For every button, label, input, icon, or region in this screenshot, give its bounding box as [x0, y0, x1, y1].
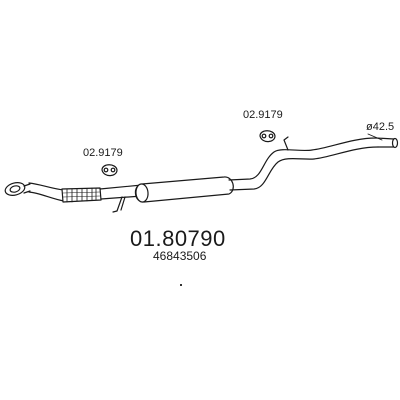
hanger-left-part-number: 02.9179 — [83, 147, 123, 159]
front-flange — [4, 182, 31, 196]
outlet-diameter-label: ø42.5 — [366, 121, 395, 133]
diameter-arrow — [367, 133, 383, 141]
oem-reference-number: 46843506 — [153, 249, 207, 263]
rubber-hanger-left — [101, 164, 118, 177]
tail-pipe-outlet — [375, 137, 399, 149]
middle-silencer — [134, 176, 234, 203]
flex-pipe — [61, 187, 102, 203]
main-part-number: 01.80790 — [130, 226, 226, 251]
hanger-right-part-number: 02.9179 — [243, 109, 283, 121]
hanger-hook-left — [112, 196, 123, 213]
stray-dot — [180, 284, 182, 286]
inlet-pipe — [28, 182, 65, 202]
rear-pipe — [228, 137, 379, 191]
hanger-hook-right — [283, 136, 289, 151]
rubber-hanger-right — [259, 130, 276, 143]
